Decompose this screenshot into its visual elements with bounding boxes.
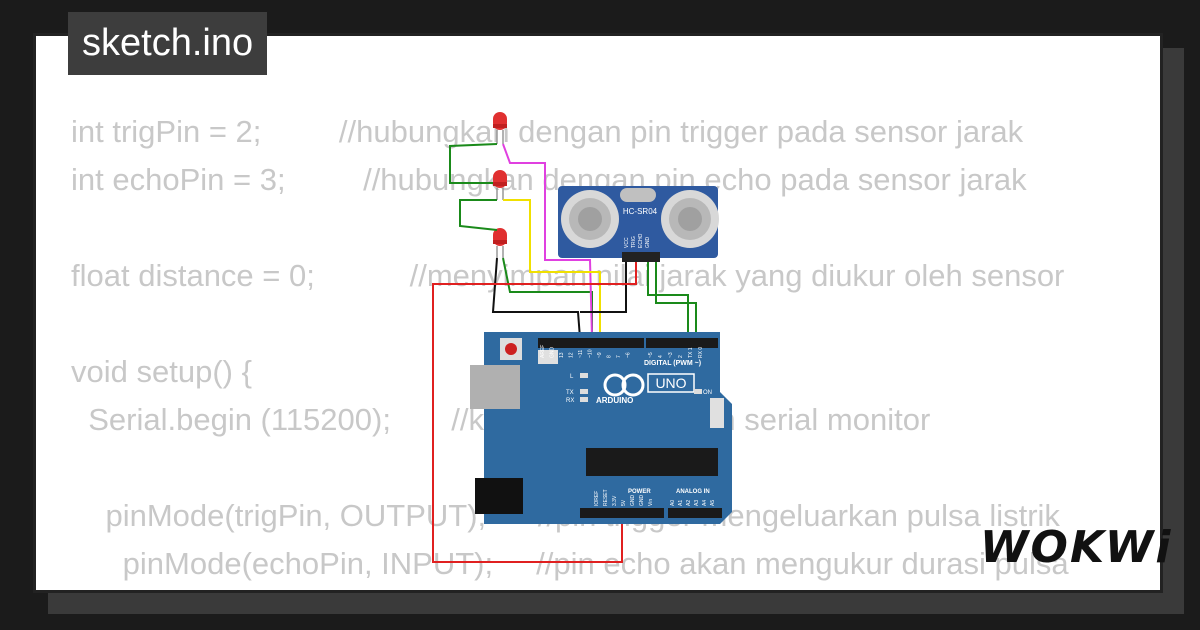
code-line: int trigPin = 2; //hubungkan dengan pin … [71,114,1024,149]
pin-label: 5V [621,499,627,506]
pin-label: 3.3V [612,495,618,506]
wire-green[interactable] [647,262,689,338]
led-1[interactable] [493,112,507,144]
ultrasonic-sensor[interactable]: HC-SR04 VCC TRIG ECHO GND [558,186,719,262]
pin-label: ~10 [588,349,594,358]
pin-label: GND [639,495,645,507]
pin-label: GND [630,495,636,507]
wire-green[interactable] [655,262,697,338]
pin-label: ~6 [626,352,632,358]
header-analog [668,508,722,518]
wire-black[interactable] [580,262,627,313]
wire-red[interactable] [432,262,637,563]
microcontroller-chip [586,448,718,476]
header-left [538,338,644,348]
arduino-logo-icon [603,373,627,397]
pin-label: A4 [702,500,708,506]
pin-label: ~5 [648,352,654,358]
code-line: void setup() { [71,354,252,389]
sensor-pin-label: VCC [624,237,630,248]
led-tx-label: TX [566,390,574,396]
sensor-pin-label: TRIG [631,236,637,248]
pin-label: Vin [648,499,654,506]
pin-label: 12 [569,352,575,358]
led-2[interactable] [493,170,507,200]
pin-label: ~9 [597,352,603,358]
pin-label: 13 [559,352,565,358]
pin-label: ~11 [578,350,584,358]
wire-yellow[interactable] [503,199,601,338]
on-label: ON [703,390,712,396]
pin-label: 8 [607,355,613,358]
sensor-pin-label: GND [645,237,651,249]
wokwi-logo: WOKWi [980,522,1173,573]
sensor-label: HC-SR04 [623,207,658,216]
pin-label: 4 [658,355,664,358]
sensor-pin-label: ECHO [638,233,644,248]
pin-label: GND [550,347,556,359]
usb-port [470,365,520,409]
header-power [580,508,664,518]
led-l-label: L [570,374,574,380]
pin-label: 2 [678,355,684,358]
pin-label: RESET [603,489,609,506]
wire-green[interactable] [449,143,498,184]
board-model: UNO [655,375,686,391]
code-line: float distance = 0; //menyimpan nilai ja… [71,258,1065,293]
pin-label: A3 [694,500,700,506]
led-3[interactable] [493,228,507,258]
sketch-title: sketch.ino [68,12,268,75]
power-label: POWER [628,489,651,495]
board-brand: ARDUINO [596,396,633,405]
pin-label: RX 0 [698,347,704,358]
pin-label: A2 [686,500,692,506]
pin-label: 7 [616,355,622,358]
power-jack [475,478,523,514]
digital-label: DIGITAL (PWM ~) [644,360,701,367]
pin-label: ~3 [668,352,674,358]
pin-label: A1 [678,500,684,506]
icsp-header [710,398,724,428]
pin-label: AREF [540,345,546,358]
pin-label: TX 1 [688,347,694,358]
icsp-header-2 [538,350,558,364]
analog-label: ANALOG IN [676,489,710,495]
pin-label: A5 [710,500,716,506]
pin-label: A0 [670,500,676,506]
arduino-board[interactable]: ARDUINO UNO DIGITAL (PWM ~) POWER ANALOG… [470,332,732,524]
wire-green[interactable] [459,199,498,231]
header-right [646,338,718,348]
pin-label: IOREF [594,491,600,506]
code-line: pinMode(echoPin, INPUT); //pin echo akan… [71,546,1069,581]
led-rx-label: RX [566,398,574,404]
